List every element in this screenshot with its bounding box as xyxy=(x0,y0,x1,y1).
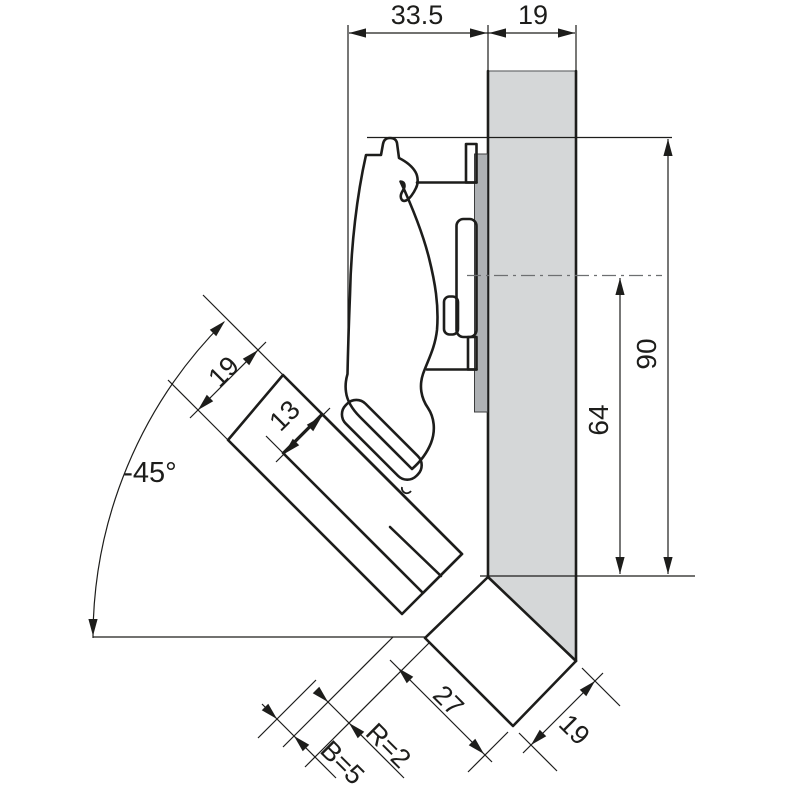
baseplate-lower-wing xyxy=(466,335,478,371)
dim-label-13: 13 xyxy=(263,394,305,436)
dim-label-19-door: 19 xyxy=(202,350,244,392)
hinge-cup-bore xyxy=(281,412,464,595)
dim-overlay-width: 33.5 19 xyxy=(347,0,577,356)
hinge-arm xyxy=(344,136,439,471)
dim-label-b5: B=5 xyxy=(315,735,371,791)
dim-label-90: 90 xyxy=(631,338,662,369)
door-panel xyxy=(226,373,464,616)
dim-gap: B=5 xyxy=(257,679,371,791)
dim-label-64: 64 xyxy=(583,404,614,435)
dim-label-33-5: 33.5 xyxy=(391,0,444,30)
dim-label-27: 27 xyxy=(427,679,469,721)
dim-label-r2: R=2 xyxy=(360,717,417,774)
baseplate-boss xyxy=(442,295,460,336)
dim-cup-distance: 13 xyxy=(263,394,331,473)
dimensions: 33.5 19 90 64 -45° xyxy=(88,0,695,790)
dim-bottom-thickness: 19 xyxy=(518,667,621,772)
dim-heights: 90 64 xyxy=(367,136,695,577)
dim-label-angle: -45° xyxy=(123,457,177,489)
cabinet-panel-bottom-miter xyxy=(423,575,578,728)
dim-label-19-bottom: 19 xyxy=(553,708,595,750)
cup-notch xyxy=(400,486,412,495)
dim-door-thickness: 19 xyxy=(167,341,267,441)
cup-edge-line xyxy=(388,525,443,578)
hinge xyxy=(340,136,478,495)
cabinet-panel-vertical xyxy=(486,69,578,663)
baseplate-body xyxy=(455,217,478,339)
dim-label-19-top: 19 xyxy=(518,0,548,30)
dim-opening-angle: -45° xyxy=(88,294,425,639)
hinge-cup-boss xyxy=(340,398,423,481)
